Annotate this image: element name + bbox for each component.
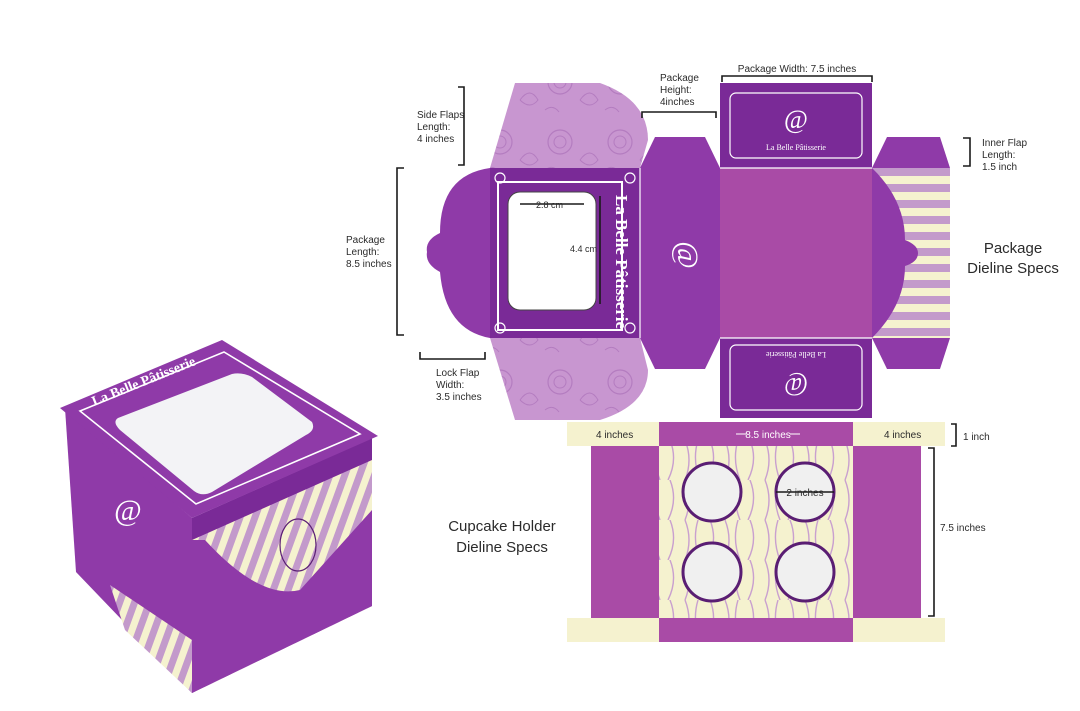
box-left-stripes <box>110 585 192 693</box>
package-length-line3: 8.5 inches <box>346 259 392 270</box>
ornament-icon <box>494 172 506 184</box>
package-height-line2: Height: <box>660 85 692 96</box>
logo-mark-icon: @ <box>671 241 704 269</box>
package-height-line3: 4inches <box>660 97 694 108</box>
top-panel <box>720 83 872 168</box>
top-panel-logo-icon: @ <box>784 105 808 134</box>
package-dimensions: Package Width: 7.5 inches Package Height… <box>346 64 1059 403</box>
left-flap-label: 4 inches <box>596 430 633 441</box>
package-height-line1: Package <box>660 73 699 84</box>
cupcake-height-label: 7.5 inches <box>940 523 986 534</box>
inner-flap-line2: Length: <box>982 150 1015 161</box>
left-side-panel <box>591 446 659 618</box>
inner-flap-line1: Inner Flap <box>982 138 1027 149</box>
side-flap-bottom <box>490 338 648 420</box>
package-length-line2: Length: <box>346 247 379 258</box>
box-logo-icon: @ <box>114 494 142 527</box>
hole-diameter-label: 2 inches <box>786 488 823 499</box>
lid-frame <box>497 181 623 331</box>
box-right-panel <box>192 510 372 693</box>
lock-flap-line1: Lock Flap <box>436 368 480 379</box>
ornament-icon <box>624 322 636 334</box>
window-width-label: 2.8 cm <box>536 200 563 210</box>
side-flaps-line1: Side Flaps <box>417 110 464 121</box>
bottom-panel-brand: La Belle Pâtisserie <box>766 350 826 359</box>
lock-flap-line3: 3.5 inches <box>436 392 482 403</box>
top-panel-frame <box>729 92 863 159</box>
box-mockup: @ La Belle Pâtisserie <box>60 340 378 693</box>
cupcake-dieline: 2 inches <box>567 422 945 642</box>
center-width-label: 8.5 inches <box>745 430 791 441</box>
lock-flap-line2: Width: <box>436 380 464 391</box>
cupcake-hole <box>681 541 743 603</box>
package-width-label: Package Width: 7.5 inches <box>738 64 856 75</box>
package-title-line1: Package <box>984 240 1042 257</box>
lock-flap-left <box>426 168 490 338</box>
flap-height-label: 1 inch <box>963 432 990 443</box>
cupcake-title-line1: Cupcake Holder <box>448 518 556 535</box>
bottom-left-flap <box>567 618 659 642</box>
box-window <box>115 373 314 495</box>
top-left-flap <box>567 422 659 446</box>
cupcake-hole <box>681 461 743 523</box>
ornament-icon <box>494 322 506 334</box>
ornament-icon <box>624 172 636 184</box>
window-cutout <box>507 191 597 311</box>
package-length-line1: Package <box>346 235 385 246</box>
right-lock-tab <box>872 168 918 338</box>
right-flap-label: 4 inches <box>884 430 921 441</box>
front-wall <box>640 137 720 369</box>
side-flaps-line2: Length: <box>417 122 450 133</box>
bottom-panel-logo-icon: @ <box>784 372 808 401</box>
inner-flap-line3: 1.5 inch <box>982 162 1017 173</box>
bottom-right-flap <box>853 618 945 642</box>
bottom-center-flap <box>659 618 853 642</box>
cupcake-hole <box>774 541 836 603</box>
package-title-line2: Dieline Specs <box>967 260 1059 277</box>
top-panel-brand: La Belle Pâtisserie <box>766 143 826 152</box>
cupcake-holes: 2 inches <box>681 461 836 603</box>
window-height-label: 4.4 cm <box>570 244 597 254</box>
top-right-flap <box>853 422 945 446</box>
box-thumb-notch <box>279 518 317 572</box>
bottom-panel-frame <box>729 344 863 411</box>
cupcake-title-line2: Dieline Specs <box>456 539 548 556</box>
lid-brand-text: La Belle Pâtisserie <box>612 195 631 330</box>
base-panel <box>720 168 872 338</box>
cupcake-dimensions: 4 inches 8.5 inches 4 inches 1 inch 7.5 … <box>448 423 990 617</box>
box-lid-frame <box>78 351 362 505</box>
bottom-panel <box>720 338 872 418</box>
side-flap-top <box>490 83 648 168</box>
side-flaps-line3: 4 inches <box>417 134 454 145</box>
right-side-panel <box>853 446 921 618</box>
package-dieline: La Belle Pâtisserie 2.8 cm 4.4 cm @ @ La… <box>426 83 950 420</box>
top-center-flap <box>659 422 853 446</box>
